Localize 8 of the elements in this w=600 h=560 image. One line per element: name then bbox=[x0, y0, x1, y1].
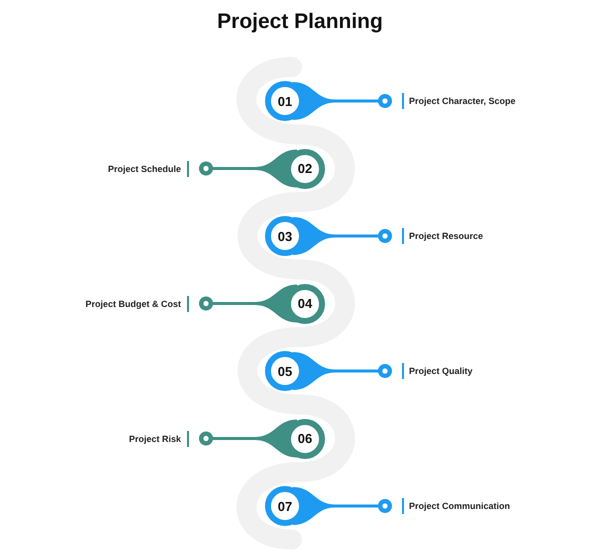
item-label: Project Resource bbox=[402, 228, 484, 244]
item-label: Project Schedule bbox=[108, 160, 189, 176]
item-label: Project Communication bbox=[402, 498, 510, 514]
item-label: Project Quality bbox=[402, 363, 473, 379]
title: Project Planning bbox=[216, 10, 384, 34]
item-label: Project Character, Scope bbox=[402, 93, 516, 109]
item-label: Project Budget & Cost bbox=[85, 296, 189, 312]
item-label: Project Risk bbox=[128, 430, 189, 446]
